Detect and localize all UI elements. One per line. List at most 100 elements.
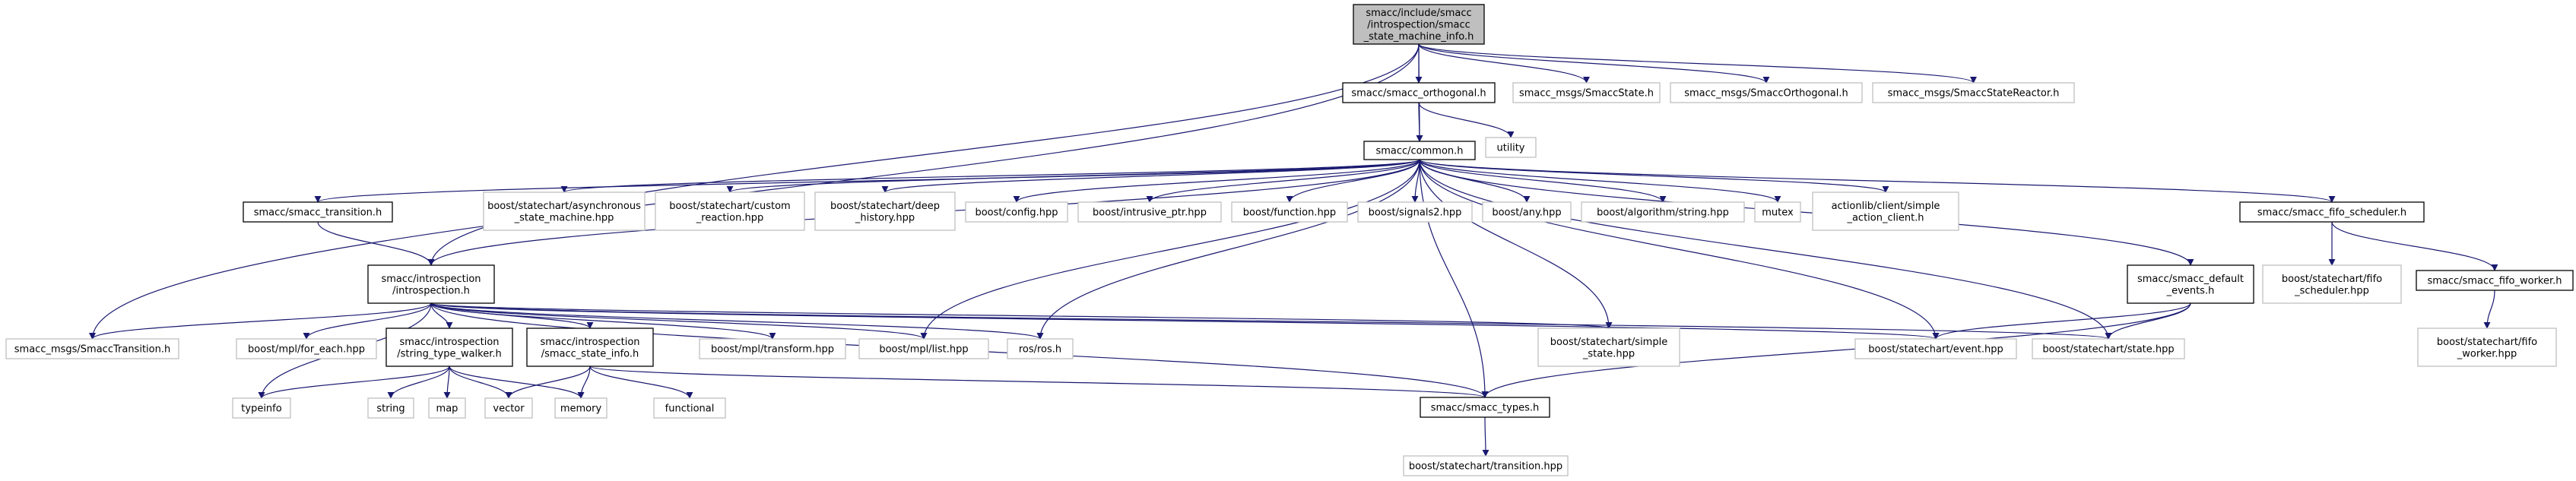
node-event: boost/statechart/event.hpp <box>1854 338 2017 359</box>
node-fifo_scheduler[interactable]: smacc/smacc_fifo_scheduler.h <box>2239 201 2425 223</box>
node-label-action_client-line-1: _action_client.h <box>1846 212 1924 223</box>
edge-introspection-to-sc_state <box>430 302 2111 340</box>
node-label-state_info-line-0: smacc/introspection <box>540 337 639 348</box>
edge-common-to-intrusive_ptr <box>1146 159 1420 203</box>
node-label-sc_fifo_worker-line-0: boost/statechart/fifo <box>2437 337 2537 348</box>
edge-common-to-mutex <box>1419 159 1781 203</box>
node-label-any-line-0: boost/any.hpp <box>1492 207 1561 219</box>
edge-common-to-fifo_scheduler <box>1419 159 2336 203</box>
node-mutex: mutex <box>1754 201 1801 223</box>
node-box-sc_transition <box>1403 455 1569 476</box>
node-box-vector <box>484 397 533 419</box>
node-SmaccTransition: smacc_msgs/SmaccTransition.h <box>5 338 179 359</box>
node-box-for_each <box>236 338 377 359</box>
edge-common-to-async_sm <box>560 159 1420 193</box>
node-default_events[interactable]: smacc/smacc_default_events.h <box>2127 264 2254 304</box>
edge-state_info-to-functional <box>589 365 693 399</box>
node-box-mpl_list <box>858 338 989 359</box>
edge-orthogonal-to-common <box>1416 102 1423 142</box>
node-box-simple_state <box>1537 328 1680 367</box>
node-label-deep_history-line-1: _history.hpp <box>855 212 915 223</box>
edge-fifo_worker-to-sc_fifo_worker <box>2483 290 2495 329</box>
node-orthogonal[interactable]: smacc/smacc_orthogonal.h <box>1342 82 1496 103</box>
node-label-mpl_list-line-0: boost/mpl/list.hpp <box>879 344 968 356</box>
node-deep_history: boost/statechart/deep_history.hpp <box>814 191 956 231</box>
node-label-memory-line-0: memory <box>560 403 602 415</box>
node-box-functional <box>653 397 726 419</box>
node-label-map-line-0: map <box>436 403 458 415</box>
node-label-introspection-line-1: /introspection.h <box>392 285 470 296</box>
node-state_info[interactable]: smacc/introspection/smacc_state_info.h <box>526 328 654 367</box>
node-label-for_each-line-0: boost/mpl/for_each.hpp <box>248 344 365 356</box>
node-type_walker[interactable]: smacc/introspection/string_type_walker.h <box>385 328 513 367</box>
node-label-deep_history-line-0: boost/statechart/deep <box>830 201 940 212</box>
node-box-mpl_transform <box>699 338 846 359</box>
edge-transition-to-introspection <box>317 221 435 266</box>
edge-state_info-to-memory <box>577 365 591 399</box>
node-label-mpl_transform-line-0: boost/mpl/transform.hpp <box>711 344 834 356</box>
node-label-utility-line-0: utility <box>1497 143 1525 154</box>
edge-state_info-to-types <box>589 365 1488 398</box>
node-utility: utility <box>1485 137 1537 158</box>
node-memory: memory <box>554 397 608 419</box>
node-label-config-line-0: boost/config.hpp <box>975 207 1058 219</box>
edge-fifo_scheduler-to-fifo_worker <box>2331 221 2498 271</box>
node-fifo_worker[interactable]: smacc/smacc_fifo_worker.h <box>2416 270 2574 291</box>
node-label-SmaccOrthogonal-line-0: smacc_msgs/SmaccOrthogonal.h <box>1684 88 1848 100</box>
node-sc_fifo_scheduler: boost/statechart/fifo_scheduler.hpp <box>2262 264 2402 304</box>
node-box-fifo_worker <box>2416 270 2574 291</box>
node-config: boost/config.hpp <box>965 201 1068 223</box>
node-sc_state: boost/statechart/state.hpp <box>2032 338 2185 359</box>
node-label-mutex-line-0: mutex <box>1762 207 1794 219</box>
edge-orthogonal-to-utility <box>1418 102 1515 138</box>
node-label-vector-line-0: vector <box>493 403 525 415</box>
node-mpl_list: boost/mpl/list.hpp <box>858 338 989 359</box>
node-label-fifo_worker-line-0: smacc/smacc_fifo_worker.h <box>2427 276 2562 287</box>
node-root[interactable]: smacc/include/smacc/introspection/smacc_… <box>1353 4 1485 45</box>
node-label-intrusive_ptr-line-0: boost/intrusive_ptr.hpp <box>1093 207 1207 219</box>
edge-common-to-deep_history <box>881 159 1420 193</box>
node-common[interactable]: smacc/common.h <box>1363 141 1476 160</box>
node-box-fifo_scheduler <box>2239 201 2425 223</box>
node-label-default_events-line-1: _events.h <box>2166 285 2215 296</box>
node-box-string <box>367 397 414 419</box>
node-SmaccState: smacc_msgs/SmaccState.h <box>1512 82 1661 103</box>
node-any: boost/any.hpp <box>1482 201 1572 223</box>
node-box-config <box>965 201 1068 223</box>
node-box-any <box>1482 201 1572 223</box>
node-label-state_info-line-1: /smacc_state_info.h <box>541 348 639 359</box>
edge-common-to-algo_string <box>1419 159 1667 203</box>
node-box-types <box>1420 397 1550 418</box>
node-label-root-line-2: _state_machine_info.h <box>1363 31 1474 43</box>
node-label-transition-line-0: smacc/smacc_transition.h <box>254 207 382 219</box>
node-box-typeinfo <box>232 397 291 419</box>
edge-introspection-to-simple_state <box>430 302 1612 329</box>
node-transition[interactable]: smacc/smacc_transition.h <box>243 201 393 223</box>
node-label-type_walker-line-0: smacc/introspection <box>399 337 499 348</box>
node-label-sc_fifo_worker-line-1: _worker.hpp <box>2457 348 2517 359</box>
node-introspection[interactable]: smacc/introspection/introspection.h <box>367 264 495 304</box>
node-box-SmaccState <box>1512 82 1661 103</box>
node-map: map <box>428 397 466 419</box>
node-box-action_client <box>1812 191 1959 231</box>
node-label-sc_state-line-0: boost/statechart/state.hpp <box>2042 344 2174 356</box>
node-SmaccOrthogonal: smacc_msgs/SmaccOrthogonal.h <box>1670 82 1863 103</box>
node-label-type_walker-line-1: /string_type_walker.h <box>397 348 502 359</box>
node-box-root <box>1353 4 1485 45</box>
edge-root-to-SmaccState <box>1418 43 1590 84</box>
node-box-introspection <box>367 264 495 304</box>
node-label-SmaccState-line-0: smacc_msgs/SmaccState.h <box>1519 88 1654 100</box>
node-intrusive_ptr: boost/intrusive_ptr.hpp <box>1077 201 1222 223</box>
node-label-action_client-line-0: actionlib/client/simple <box>1832 201 1940 212</box>
edge-introspection-to-ros <box>430 302 1044 340</box>
node-label-types-line-0: smacc/smacc_types.h <box>1431 403 1539 414</box>
edge-introspection-to-type_walker <box>430 302 453 329</box>
edge-root-to-SmaccTransition <box>89 43 1420 340</box>
node-custom_reaction: boost/statechart/custom_reaction.hpp <box>655 191 805 231</box>
node-label-function-line-0: boost/function.hpp <box>1243 207 1336 219</box>
node-label-simple_state-line-1: _state.hpp <box>1582 348 1635 359</box>
node-types[interactable]: smacc/smacc_types.h <box>1420 397 1550 418</box>
node-ros: ros/ros.h <box>1007 338 1074 359</box>
edge-introspection-to-SmaccTransition <box>89 302 432 340</box>
node-for_each: boost/mpl/for_each.hpp <box>236 338 377 359</box>
